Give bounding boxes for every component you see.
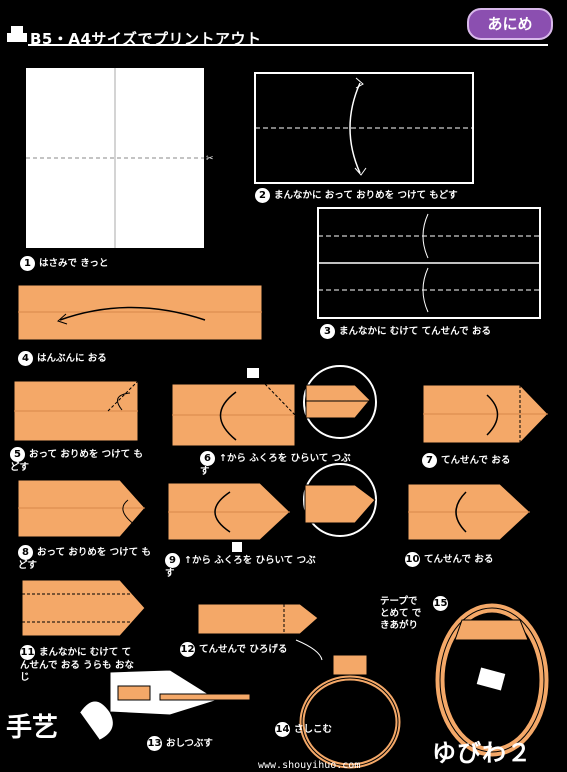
step-14-text: さしこむ	[294, 724, 333, 735]
step-1-caption: 1 はさみで きっと	[20, 256, 108, 271]
diagram-title: ゆびわ２	[432, 739, 532, 767]
page-title: B5・A4サイズでプリントアウト	[30, 30, 262, 48]
printer-icon	[7, 26, 27, 42]
site-url: www.shouyihuo.com	[258, 760, 361, 771]
step3-rect	[317, 207, 541, 319]
step-4-number: 4	[18, 351, 33, 366]
step7-shape	[422, 384, 549, 444]
step-13-caption: 13 おしつぶす	[147, 736, 217, 751]
step4-strip	[17, 284, 263, 341]
tape-note: テープで とめて できあがり	[380, 596, 422, 631]
step-2-text: まんなかに おって おりめを つけて もどす	[274, 190, 458, 201]
step11-shape	[21, 579, 146, 637]
step-8-text: おって おりめを つけて もどす	[18, 547, 151, 571]
step-11-text: まんなかに むけて てんせんで おる うらも おなじ	[20, 647, 134, 683]
step-6-text: ↑から ふくろを ひらいて つぶす	[200, 453, 351, 477]
step-4-caption: 4 はんぶんに おる	[18, 351, 107, 366]
step-13-number: 13	[147, 736, 162, 751]
step15-ring	[435, 603, 549, 757]
step-10-caption: 10 てんせんで おる	[405, 552, 493, 567]
site-logo: 手艺	[6, 713, 59, 743]
step14-ring	[299, 654, 401, 769]
step-15-number: 15	[433, 596, 448, 611]
step9-shape	[167, 463, 377, 552]
step1-square: ✂	[26, 68, 214, 248]
step-11-number: 11	[20, 645, 35, 660]
step-7-number: 7	[422, 453, 437, 468]
step-15-caption: 15	[433, 596, 452, 611]
step-10-text: てんせんで おる	[424, 554, 494, 565]
step-3-text: まんなかに むけて てんせんで おる	[339, 326, 491, 337]
step-9-caption: 9↑から ふくろを ひらいて つぶす	[165, 553, 325, 580]
step8-shape	[17, 479, 146, 538]
step-3-caption: 3 まんなかに むけて てんせんで おる	[320, 324, 491, 339]
step-14-caption: 14 さしこむ	[275, 722, 335, 737]
step-12-caption: 12 てんせんで ひろげる	[180, 642, 287, 657]
step-5-text: おって おりめを つけて もどす	[10, 449, 143, 473]
step5-strip	[13, 380, 139, 442]
step-9-text: ↑から ふくろを ひらいて つぶす	[165, 555, 316, 579]
step-7-text: てんせんで おる	[441, 455, 511, 466]
step-6-number: 6	[200, 451, 215, 466]
step-1-number: 1	[20, 256, 35, 271]
step-12-text: てんせんで ひろげる	[199, 644, 288, 655]
step-14-number: 14	[275, 722, 290, 737]
step-13-text: おしつぶす	[166, 738, 213, 749]
header-rule	[28, 44, 548, 46]
step-6-caption: 6↑から ふくろを ひらいて つぶす	[200, 451, 360, 478]
step12-shape	[197, 603, 323, 661]
step-1-text: はさみで きっと	[39, 258, 109, 269]
step10-shape	[407, 483, 531, 541]
step-12-number: 12	[180, 642, 195, 657]
step6-strip	[171, 365, 377, 447]
step-10-number: 10	[405, 552, 420, 567]
step-8-number: 8	[18, 545, 33, 560]
step2-rect	[254, 72, 474, 184]
step-2-caption: 2 まんなかに おって おりめを つけて もどす	[255, 188, 458, 203]
step-5-number: 5	[10, 447, 25, 462]
step-4-text: はんぶんに おる	[37, 353, 107, 364]
step13-hands	[79, 669, 251, 741]
anime-badge[interactable]: あにめ	[467, 8, 553, 40]
step-9-number: 9	[165, 553, 180, 568]
step-3-number: 3	[320, 324, 335, 339]
step-2-number: 2	[255, 188, 270, 203]
step-7-caption: 7 てんせんで おる	[422, 453, 510, 468]
scissors-icon: ✂	[206, 154, 214, 164]
